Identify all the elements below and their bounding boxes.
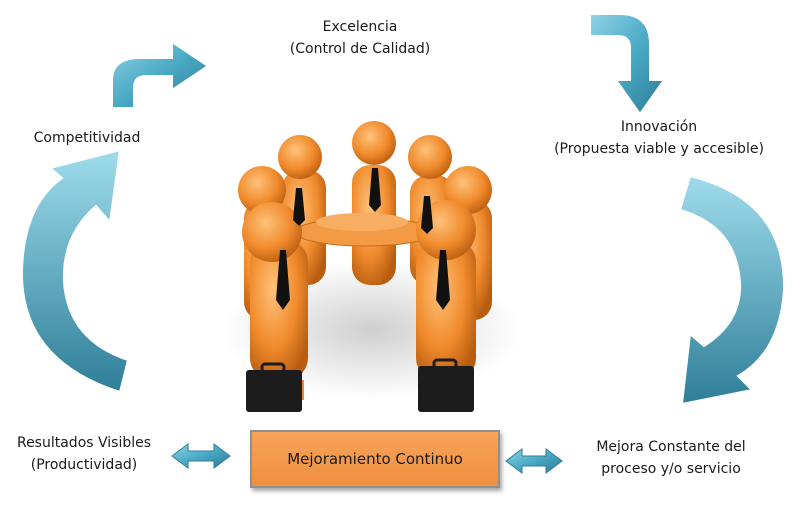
double-arrow-right-icon [505, 448, 563, 474]
node-excelencia-title: Excelencia [322, 19, 398, 35]
team-figures-illustration [222, 121, 522, 412]
node-mejora: Mejora Constante del proceso y/o servici… [578, 436, 764, 480]
node-innovacion-title: Innovación [620, 119, 698, 135]
node-mejora-subtitle: proceso y/o servicio [601, 461, 741, 477]
node-resultados-title: Resultados Visibles [16, 435, 152, 451]
node-excelencia: Excelencia (Control de Calidad) [262, 16, 458, 60]
center-node-mejoramiento: Mejoramiento Continuo [250, 430, 500, 488]
node-resultados: Resultados Visibles (Productividad) [4, 432, 164, 476]
node-resultados-subtitle: (Productividad) [30, 457, 138, 473]
node-competitividad: Competitividad [12, 127, 162, 149]
arrow-resultados-to-competitividad-icon [20, 148, 130, 394]
node-innovacion: Innovación (Propuesta viable y accesible… [534, 116, 784, 160]
node-competitividad-title: Competitividad [33, 130, 141, 146]
node-mejora-title: Mejora Constante del [596, 439, 746, 455]
node-excelencia-subtitle: (Control de Calidad) [289, 41, 431, 57]
double-arrow-left-icon [171, 443, 231, 469]
arrow-innovacion-to-mejora-icon [678, 174, 786, 406]
arrow-competitividad-to-excelencia-icon [111, 40, 210, 109]
center-node-label: Mejoramiento Continuo [287, 450, 463, 468]
node-innovacion-subtitle: (Propuesta viable y accesible) [554, 141, 764, 157]
arrow-excelencia-to-innovacion-icon [589, 13, 666, 116]
